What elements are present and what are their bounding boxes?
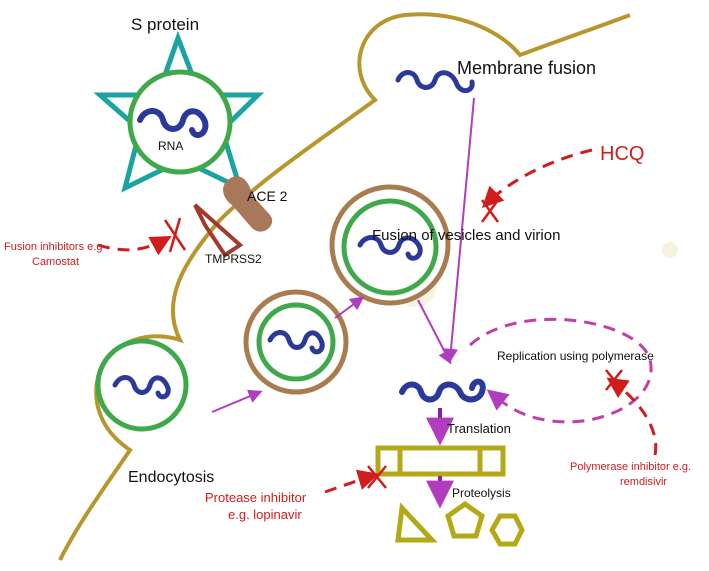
label-ace2: ACE 2 bbox=[247, 188, 288, 204]
label-fusion-inhibitors-2: Camostat bbox=[32, 256, 79, 268]
rna-icon bbox=[357, 235, 423, 261]
polymerase-block-x bbox=[605, 369, 623, 391]
label-s-protein: S protein bbox=[131, 15, 199, 34]
label-tmprss2: TMPRSS2 bbox=[205, 252, 262, 266]
label-polymerase-2: remdisivir bbox=[620, 476, 667, 488]
faint-blob bbox=[662, 242, 678, 258]
label-polymerase-1: Polymerase inhibitor e.g. bbox=[570, 461, 691, 473]
arrow-fusion-to-translation bbox=[444, 97, 475, 363]
rna-icon bbox=[267, 330, 325, 355]
label-membrane-fusion: Membrane fusion bbox=[457, 58, 596, 78]
tmprss2-icon bbox=[193, 203, 244, 258]
cell-membrane bbox=[58, 12, 631, 561]
polymerase-inhibitor-arrow bbox=[606, 377, 658, 456]
fusion-virion bbox=[341, 198, 439, 296]
protein-pentagon bbox=[445, 500, 485, 539]
label-replication: Replication using polymerase bbox=[497, 349, 654, 363]
ace2-receptor bbox=[223, 176, 273, 232]
protein-hexagon bbox=[489, 513, 525, 547]
fusion-block-x bbox=[163, 217, 187, 253]
arrow-vesicle-to-fusion bbox=[334, 296, 365, 319]
fusion-inhibitor-arrow bbox=[97, 235, 172, 256]
label-protease-1: Protease inhibitor bbox=[205, 490, 307, 505]
rna-icon bbox=[395, 70, 475, 94]
protease-inhibitor-arrow bbox=[324, 469, 380, 494]
endocytosis-virion bbox=[95, 338, 189, 432]
rna-icon bbox=[137, 108, 209, 138]
hcq-block-x bbox=[480, 199, 500, 223]
rna-icon bbox=[112, 375, 171, 400]
label-fusion-inhibitors-1: Fusion inhibitors e.g bbox=[4, 241, 102, 253]
arrow-fusion-to-translation bbox=[417, 299, 452, 365]
polyprotein bbox=[375, 445, 506, 477]
protein-triangle bbox=[395, 502, 438, 543]
replication-loop bbox=[468, 317, 653, 424]
label-fusion-vesicles: Fusion of vesicles and virion bbox=[372, 227, 560, 244]
label-hcq: HCQ bbox=[600, 143, 644, 165]
label-translation: Translation bbox=[447, 421, 511, 436]
label-protease-2: e.g. lopinavir bbox=[228, 507, 302, 522]
endosome-virion bbox=[256, 302, 336, 382]
protease-block-x bbox=[367, 465, 387, 489]
label-rna: RNA bbox=[158, 139, 183, 153]
arrow-endocytosis-to-vesicle bbox=[211, 389, 263, 413]
label-endocytosis: Endocytosis bbox=[128, 469, 214, 486]
label-proteolysis: Proteolysis bbox=[452, 486, 511, 500]
hcq-inhibitor-arrow bbox=[482, 148, 593, 208]
rna-icon bbox=[399, 378, 486, 403]
